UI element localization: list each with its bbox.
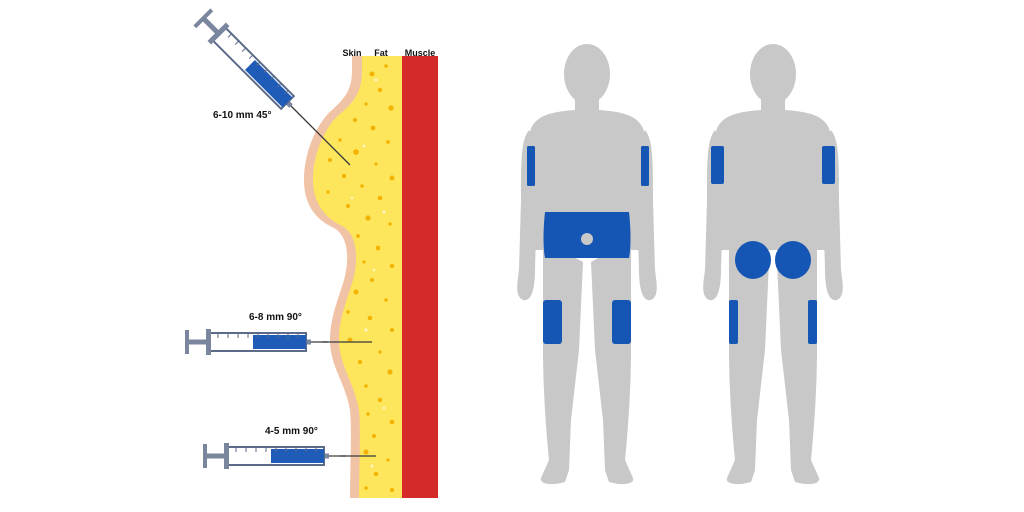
injection-label-2: 6-8 mm 90°	[249, 312, 302, 323]
syringe-90-degree-upper: 6-8 mm 90°	[184, 312, 372, 356]
fat-layer	[313, 56, 402, 498]
muscle-label: Muscle	[405, 48, 436, 58]
syringe-icon	[184, 328, 329, 356]
navel-marker	[581, 233, 593, 245]
body-back-silhouette	[703, 44, 843, 485]
syringe-icon	[202, 442, 347, 470]
injection-label-3: 4-5 mm 90°	[265, 426, 318, 437]
fat-highlights	[350, 78, 386, 468]
fat-dots	[326, 64, 395, 493]
muscle-layer	[402, 56, 438, 498]
body-front-silhouette	[517, 44, 657, 485]
syringe-90-degree-lower: 4-5 mm 90°	[202, 426, 376, 470]
tissue-cross-section	[304, 56, 438, 498]
injection-label-1: 6-10 mm 45°	[213, 110, 271, 121]
fat-label: Fat	[374, 48, 388, 58]
syringe-45-degree: 6-10 mm 45°	[191, 6, 351, 166]
skin-label: Skin	[342, 48, 361, 58]
injection-sites-back	[711, 146, 835, 344]
